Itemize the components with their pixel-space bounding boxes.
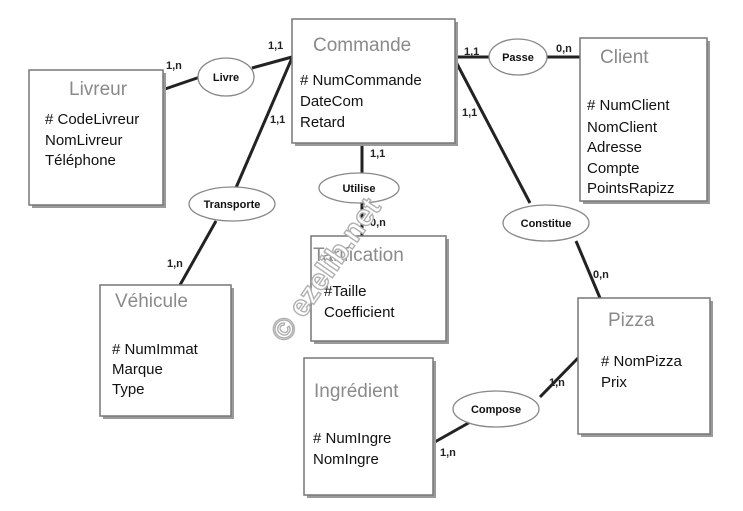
entity-client: Client # NumClient NomClient Adresse Com… bbox=[579, 37, 710, 204]
entity-client-attr: Adresse bbox=[587, 139, 642, 156]
entity-client-title: Client bbox=[600, 47, 649, 68]
entity-pizza-title: Pizza bbox=[608, 310, 655, 331]
relation-passe: Passe bbox=[488, 38, 548, 76]
edge-transporte-vehicule bbox=[178, 220, 218, 286]
cardinality-label: 0,n bbox=[556, 43, 572, 55]
cardinality-label: 1,n bbox=[549, 377, 565, 389]
entity-vehicule-attr: # NumImmat bbox=[112, 341, 199, 358]
entity-livreur-attr: # CodeLivreur bbox=[45, 111, 139, 128]
relation-utilise: Utilise bbox=[318, 172, 400, 204]
entity-livreur: Livreur # CodeLivreur NomLivreur Télépho… bbox=[28, 69, 166, 208]
entity-tarification-title: Tarification bbox=[313, 245, 404, 266]
cardinality-label: 1,1 bbox=[270, 114, 285, 126]
entity-ingredient-attr: # NumIngre bbox=[313, 430, 391, 447]
cardinality-label: 1,1 bbox=[464, 46, 479, 58]
relation-constitue-label: Constitue bbox=[521, 218, 572, 230]
entity-pizza-attr: Prix bbox=[601, 374, 627, 391]
cardinality-label: 1,n bbox=[440, 447, 456, 459]
entity-client-attr: Compte bbox=[587, 160, 640, 177]
entity-client-attr: PointsRapizz bbox=[587, 180, 675, 197]
entity-vehicule-attr: Marque bbox=[112, 361, 163, 378]
entity-ingredient: Ingrédient # NumIngre NomIngre bbox=[303, 357, 436, 498]
entity-pizza: Pizza # NomPizza Prix bbox=[577, 297, 713, 437]
entity-commande-attr: DateCom bbox=[300, 93, 363, 110]
relation-constitue: Constitue bbox=[502, 204, 590, 242]
cardinality-label: 1,n bbox=[167, 258, 183, 270]
cardinality-label: 1,1 bbox=[462, 107, 477, 119]
entity-tarification: Tarification #Taille Coefficient bbox=[310, 235, 449, 344]
relation-utilise-label: Utilise bbox=[342, 183, 375, 195]
entity-tarification-attr: Coefficient bbox=[324, 304, 395, 321]
entity-vehicule: Véhicule # NumImmat Marque Type bbox=[99, 284, 234, 419]
entity-commande: Commande # NumCommande DateCom Retard bbox=[291, 18, 458, 146]
entity-livreur-attr: NomLivreur bbox=[45, 132, 123, 149]
cardinality-label: 1,1 bbox=[370, 148, 385, 160]
entity-ingredient-attr: NomIngre bbox=[313, 451, 379, 468]
cardinality-label: 0,n bbox=[593, 269, 609, 281]
relation-livre: Livre bbox=[197, 57, 255, 97]
entity-commande-attr: Retard bbox=[300, 114, 345, 131]
edge-commande-transporte bbox=[233, 57, 294, 191]
entity-commande-attr: # NumCommande bbox=[300, 72, 422, 89]
relation-livre-label: Livre bbox=[213, 72, 239, 84]
entity-vehicule-title: Véhicule bbox=[115, 291, 188, 312]
entity-pizza-attr: # NomPizza bbox=[601, 353, 683, 370]
edge-compose-ingredient bbox=[432, 419, 473, 445]
entity-vehicule-attr: Type bbox=[112, 381, 145, 398]
edge-constitue-pizza bbox=[574, 240, 602, 299]
edge-livre-commande bbox=[251, 55, 293, 70]
entity-livreur-title: Livreur bbox=[69, 79, 128, 100]
relation-transporte-label: Transporte bbox=[204, 199, 261, 211]
entity-ingredient-title: Ingrédient bbox=[314, 381, 399, 402]
entity-tarification-attr: #Taille bbox=[324, 283, 367, 300]
entity-livreur-attr: Téléphone bbox=[45, 152, 116, 169]
entity-commande-title: Commande bbox=[313, 35, 411, 56]
edge-livreur-livre bbox=[164, 75, 201, 91]
entity-client-attr: # NumClient bbox=[587, 97, 670, 114]
entity-client-attr: NomClient bbox=[587, 119, 658, 136]
edge-pizza-compose bbox=[538, 356, 580, 399]
relation-transporte: Transporte bbox=[188, 186, 276, 222]
cardinality-label: 0,n bbox=[370, 217, 386, 229]
relation-compose: Compose bbox=[452, 390, 540, 428]
cardinalities: 1,n 1,1 1,1 0,n 1,1 1,n 1,1 0,n 1,1 0,n … bbox=[166, 40, 609, 459]
edges bbox=[164, 55, 602, 445]
relation-passe-label: Passe bbox=[502, 52, 534, 64]
edge-commande-constitue bbox=[453, 59, 532, 204]
relation-compose-label: Compose bbox=[471, 404, 521, 416]
cardinality-label: 1,n bbox=[166, 60, 182, 72]
cardinality-label: 1,1 bbox=[268, 40, 283, 52]
